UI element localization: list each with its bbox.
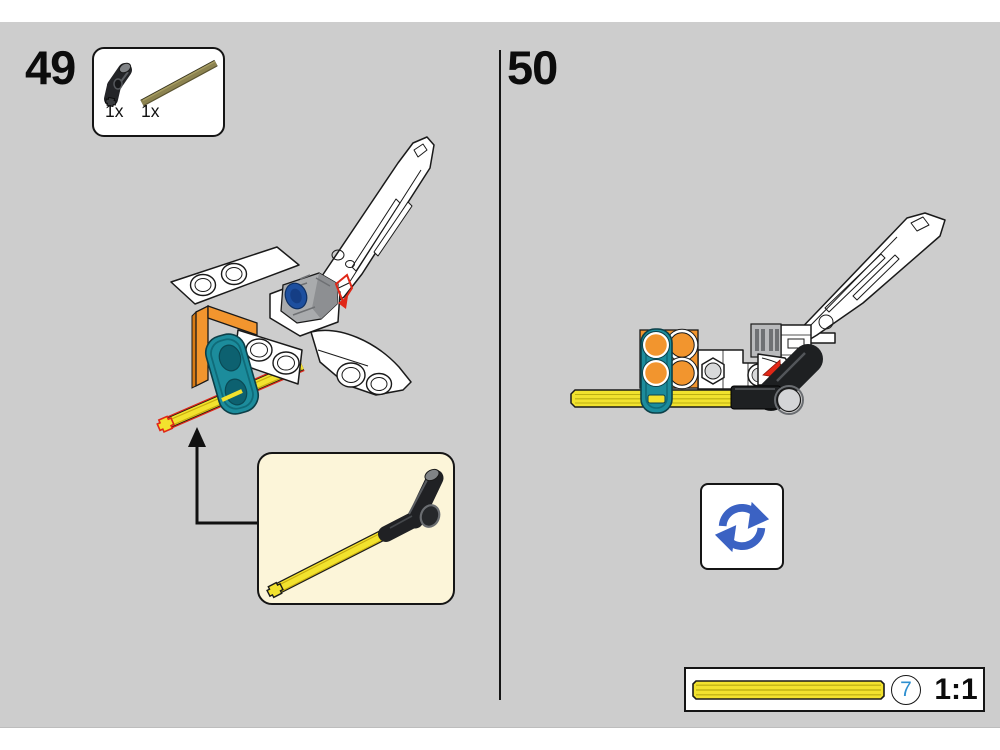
rotate-arrows-icon: [714, 501, 770, 552]
gray-slotted-block: [750, 323, 782, 358]
panel-divider: [499, 50, 501, 700]
subassembly-callout-box: [257, 452, 455, 605]
orange-panel: [191, 304, 258, 389]
rotate-model-hint: [700, 483, 784, 570]
one-to-one-scale-box: 7 1:1: [684, 667, 985, 712]
page-background: 49 1x 1x: [0, 22, 1000, 728]
wing-panel: [790, 212, 946, 347]
parts-callout-box: 1x 1x: [92, 47, 225, 137]
step-number-50: 50: [507, 41, 558, 94]
step-number-49: 49: [25, 41, 76, 94]
wing-panel: [306, 136, 435, 313]
axle-connector-subassembly-image: [266, 468, 444, 599]
lower-beam: [233, 329, 303, 385]
rear-beam: [170, 246, 300, 305]
teal-connector: [640, 328, 673, 414]
part-count-label: 1x: [141, 101, 160, 121]
black-angle-connector: [378, 468, 444, 542]
step-50-assembly-image: [570, 212, 946, 415]
step-49-assembly-image: [156, 136, 435, 434]
insertion-arrow: [188, 427, 267, 525]
nacelle-beam: [310, 329, 412, 396]
part-count-label: 1x: [105, 101, 124, 121]
axle-actual-size-image: [692, 680, 885, 700]
black-angle-connector-icon: [104, 62, 132, 107]
yellow-axle: [266, 526, 392, 599]
red-placement-highlight: [334, 273, 354, 309]
axle-length-badge: 7: [891, 675, 921, 705]
black-angle-connector: [730, 344, 823, 415]
dark-tan-axle-icon: [140, 59, 218, 107]
teal-connector: [204, 333, 260, 415]
scale-ratio-label: 1:1: [934, 673, 978, 706]
gray-connector-block: [280, 272, 339, 324]
